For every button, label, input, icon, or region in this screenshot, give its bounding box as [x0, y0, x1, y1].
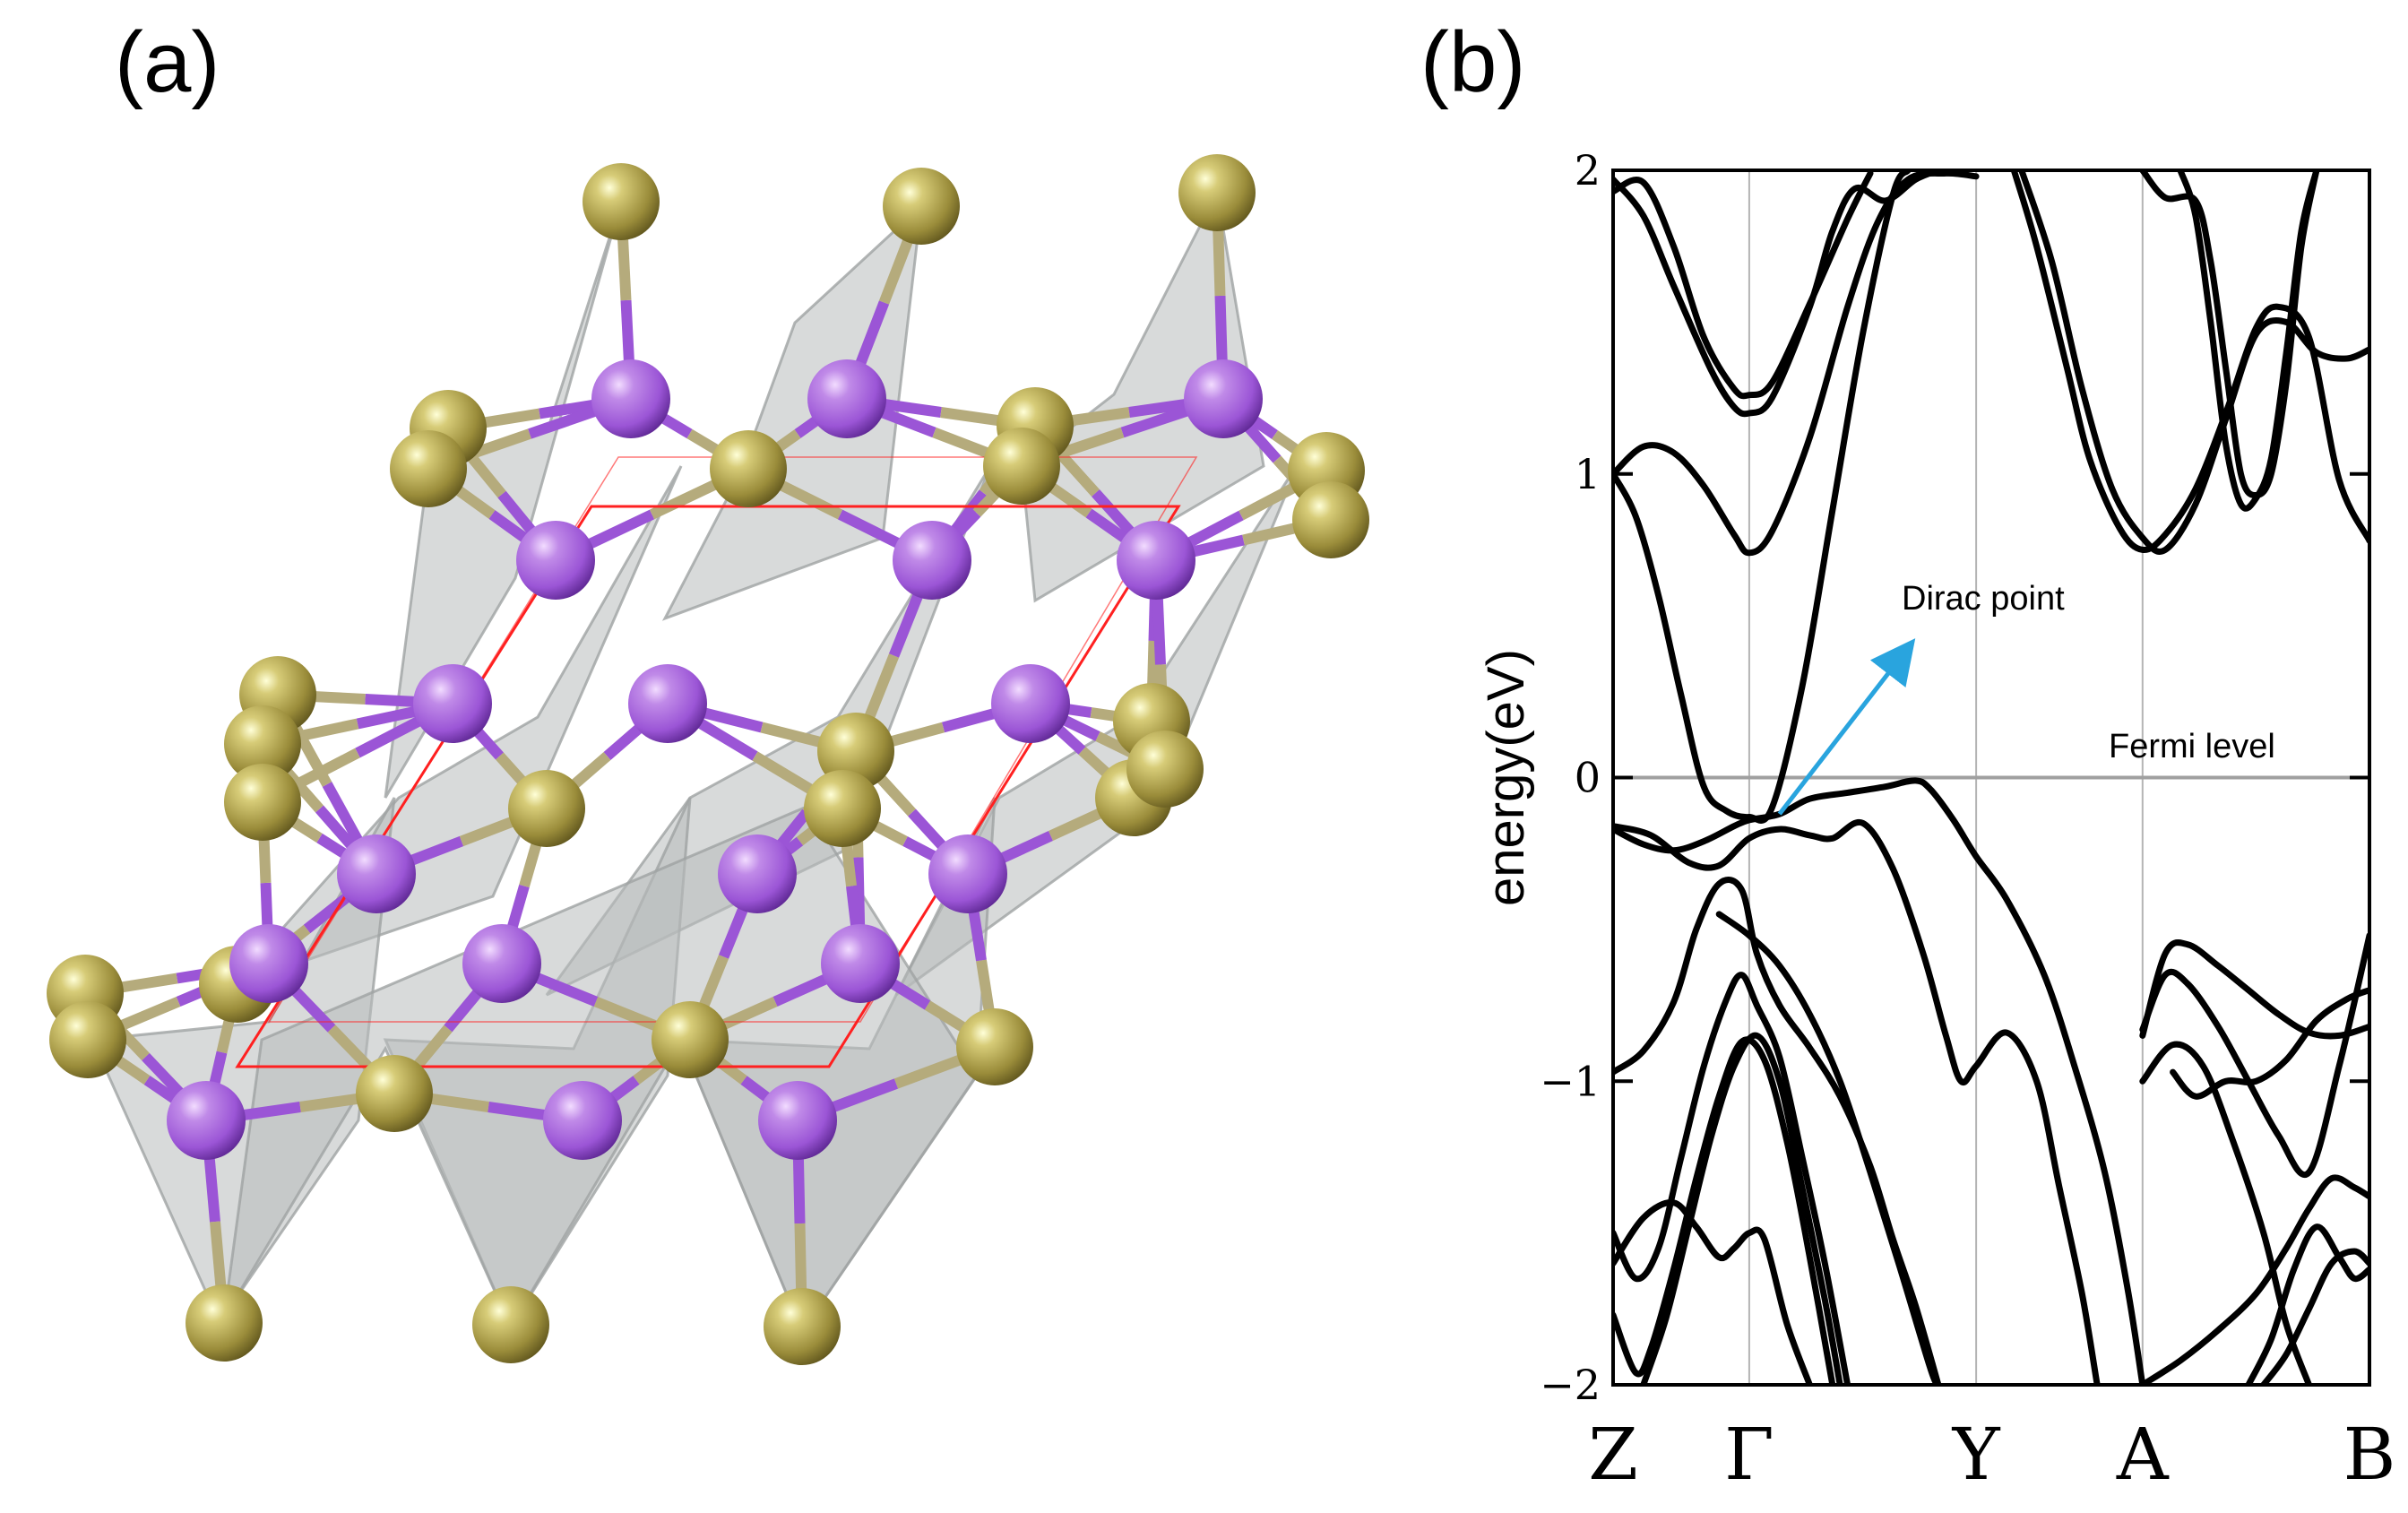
- band-line-13: [2010, 170, 2369, 553]
- anion-atom: [583, 163, 660, 240]
- anion-atom: [883, 168, 960, 245]
- y-tick-label: −1: [1540, 1057, 1601, 1105]
- band-line-9: [1613, 1199, 1813, 1385]
- y-tick-label: 0: [1575, 754, 1601, 802]
- cation-atom: [1184, 359, 1263, 438]
- cation-atom: [628, 664, 707, 743]
- panel-b-label: (b): [1420, 14, 1525, 110]
- anion-atom: [1126, 731, 1204, 808]
- anion-atom: [710, 430, 787, 507]
- cation-atom: [928, 834, 1007, 913]
- cation-atom: [516, 521, 595, 600]
- cation-atom: [821, 924, 900, 1003]
- band-line-2: [1613, 170, 1874, 400]
- band-lines: [1613, 170, 2369, 1385]
- k-point-label: Γ: [1724, 1413, 1774, 1496]
- band-line-14: [2018, 170, 2369, 555]
- band-line-8: [1613, 972, 1851, 1385]
- cation-atom: [543, 1081, 622, 1160]
- anion-atom: [1292, 481, 1369, 558]
- k-point-label: Y: [1952, 1413, 2001, 1496]
- anion-atom: [356, 1055, 433, 1132]
- band-line-19: [2139, 1041, 2312, 1385]
- band-line-20: [2170, 987, 2369, 1100]
- anion-atom: [224, 764, 301, 841]
- k-point-label: B: [2343, 1413, 2396, 1496]
- cation-atom: [893, 521, 971, 600]
- cation-atom: [591, 359, 670, 438]
- cation-atom: [167, 1081, 246, 1160]
- band-line-12: [1715, 911, 1942, 1385]
- anion-atom: [804, 770, 881, 847]
- cation-atom: [758, 1081, 837, 1160]
- cation-atom: [462, 924, 541, 1003]
- band-line-17: [2139, 939, 2369, 1040]
- band-line-21: [2139, 1174, 2369, 1385]
- panel-a-label: (a): [115, 14, 220, 110]
- anion-atom: [764, 1288, 841, 1365]
- atoms: [47, 154, 1369, 1365]
- band-structure-plot: 2 1 0 −1 −2 Z Γ Y A B energy(eV) Dirac point Fer…: [1477, 146, 2395, 1496]
- anion-atom: [472, 1286, 549, 1363]
- anion-atom: [390, 430, 467, 507]
- dirac-point-arrow: [1777, 638, 1916, 816]
- band-line-1: [1613, 170, 1980, 557]
- cation-atom: [337, 834, 416, 913]
- crystal-structure-illustration: [47, 154, 1369, 1365]
- y-axis-label: energy(eV): [1477, 649, 1535, 906]
- cation-atom: [413, 664, 492, 743]
- cation-atom: [1117, 521, 1195, 600]
- anion-atom: [508, 770, 585, 847]
- band-line-11: [1640, 1032, 1843, 1385]
- band-line-6: [1613, 818, 2101, 1385]
- cation-atom: [807, 359, 886, 438]
- k-point-label: Z: [1588, 1413, 1638, 1496]
- k-point-label: A: [2116, 1413, 2170, 1496]
- anion-atom: [186, 1284, 263, 1362]
- anion-atom: [224, 705, 301, 782]
- y-axis-ticks: 2 1 0 −1 −2: [1540, 146, 2369, 1409]
- dirac-point-annotation: Dirac point: [1902, 580, 2065, 618]
- anion-atom: [1178, 154, 1256, 231]
- anion-atom: [956, 1008, 1033, 1085]
- band-line-3: [1613, 170, 1942, 418]
- fermi-level-annotation: Fermi level: [2109, 728, 2275, 765]
- cation-atom: [718, 834, 797, 913]
- band-line-23: [2260, 1248, 2369, 1385]
- band-line-4: [1613, 170, 1912, 824]
- anion-atom: [652, 1001, 729, 1078]
- y-tick-label: 1: [1575, 450, 1601, 498]
- band-line-10: [1613, 1036, 1836, 1385]
- cation-atom: [229, 924, 308, 1003]
- anion-atom: [49, 1001, 126, 1078]
- cation-atom: [991, 664, 1070, 743]
- band-line-18: [2139, 932, 2369, 1178]
- anion-atom: [983, 428, 1060, 505]
- y-tick-label: 2: [1575, 146, 1601, 195]
- band-line-22: [2245, 1223, 2369, 1385]
- band-line-16: [2177, 170, 2320, 512]
- band-line-5: [1613, 777, 2146, 1385]
- y-tick-label: −2: [1540, 1361, 1601, 1409]
- polyhedron-face: [661, 203, 923, 621]
